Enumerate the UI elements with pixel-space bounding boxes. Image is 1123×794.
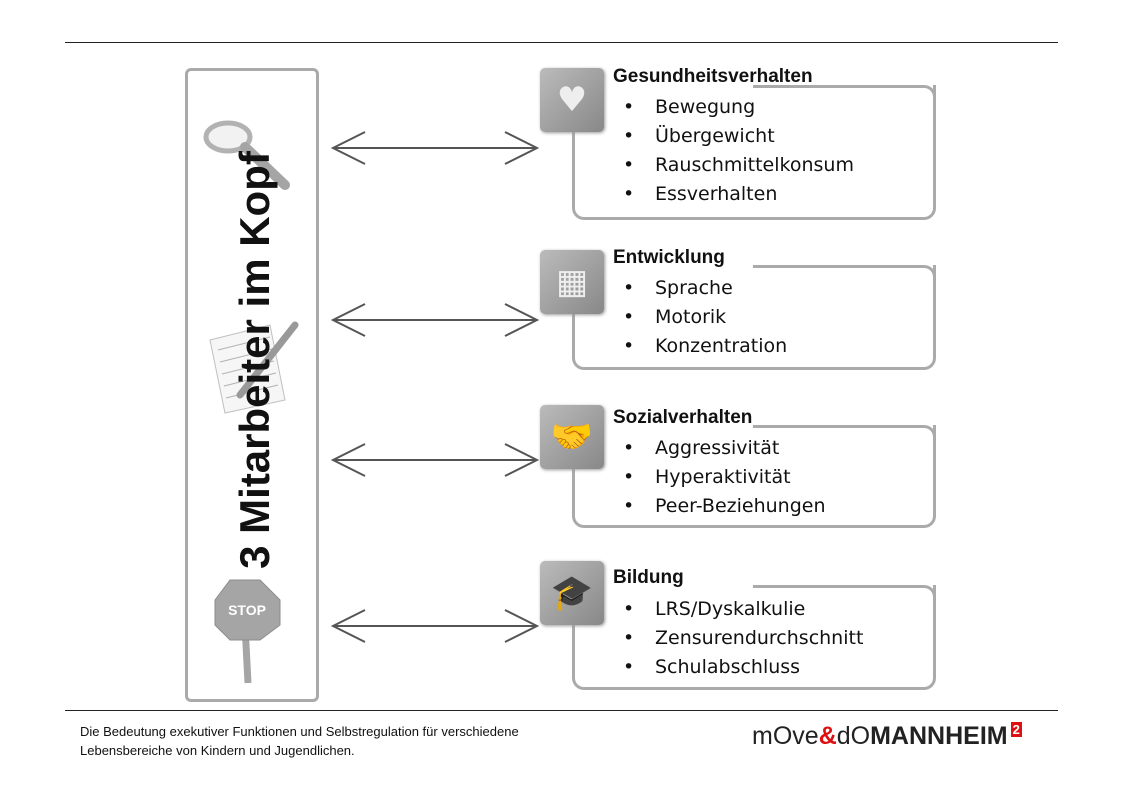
bottom-divider bbox=[65, 710, 1058, 711]
list-item: •Hyperaktivität bbox=[623, 466, 791, 488]
list-item: •Motorik bbox=[623, 306, 727, 328]
list-item: •Bewegung bbox=[623, 96, 756, 118]
list-item: •Essverhalten bbox=[623, 183, 778, 205]
double-arrow bbox=[330, 443, 540, 477]
list-item: •Zensurendurchschnitt bbox=[623, 627, 864, 649]
document-pen-icon bbox=[209, 321, 299, 414]
section-title: Entwicklung bbox=[613, 247, 725, 268]
section-list: •LRS/Dyskalkulie •Zensurendurchschnitt •… bbox=[623, 595, 863, 682]
list-item: •Übergewicht bbox=[623, 125, 775, 147]
list-item: •Sprache bbox=[623, 277, 733, 299]
svg-text:STOP: STOP bbox=[228, 602, 266, 618]
section-title: Gesundheitsverhalten bbox=[613, 66, 813, 87]
list-item: •Peer-Beziehungen bbox=[623, 495, 826, 517]
section-box-sozialverhalten bbox=[572, 425, 936, 528]
list-item: •Aggressivität bbox=[623, 437, 780, 459]
section-list: •Sprache •Motorik •Konzentration bbox=[623, 274, 787, 361]
double-arrow bbox=[330, 131, 540, 165]
heart-icon: ♥ bbox=[540, 68, 604, 132]
section-list: •Bewegung •Übergewicht •Rauschmittelkons… bbox=[623, 93, 854, 209]
section-box-bildung bbox=[572, 585, 936, 690]
magnifier-icon bbox=[203, 120, 290, 190]
footer-caption: Die Bedeutung exekutiver Funktionen und … bbox=[80, 722, 519, 760]
section-title: Bildung bbox=[613, 567, 684, 588]
footer-line: Die Bedeutung exekutiver Funktionen und … bbox=[80, 724, 519, 739]
section-box-gesundheit bbox=[572, 85, 936, 220]
list-item: •Rauschmittelkonsum bbox=[623, 154, 854, 176]
list-item: •Konzentration bbox=[623, 335, 788, 357]
stop-sign-icon: STOP bbox=[214, 579, 281, 684]
section-list: •Aggressivität •Hyperaktivität •Peer-Bez… bbox=[623, 434, 826, 521]
footer-line: Lebensbereiche von Kindern und Jugendlic… bbox=[80, 743, 355, 758]
list-item: •Schulabschluss bbox=[623, 656, 801, 678]
double-arrow bbox=[330, 609, 540, 643]
double-arrow bbox=[330, 303, 540, 337]
left-panel bbox=[185, 68, 319, 702]
top-divider bbox=[65, 42, 1058, 43]
graduation-cap-icon: 🎓 bbox=[540, 561, 604, 625]
list-item: •LRS/Dyskalkulie bbox=[623, 598, 806, 620]
monitor-icon: ▦ bbox=[540, 250, 604, 314]
section-title: Sozialverhalten bbox=[613, 407, 753, 428]
section-box-entwicklung bbox=[572, 265, 936, 370]
vertical-title: 3 Mitarbeiter im Kopf bbox=[231, 151, 278, 569]
handshake-icon: 🤝 bbox=[540, 405, 604, 469]
